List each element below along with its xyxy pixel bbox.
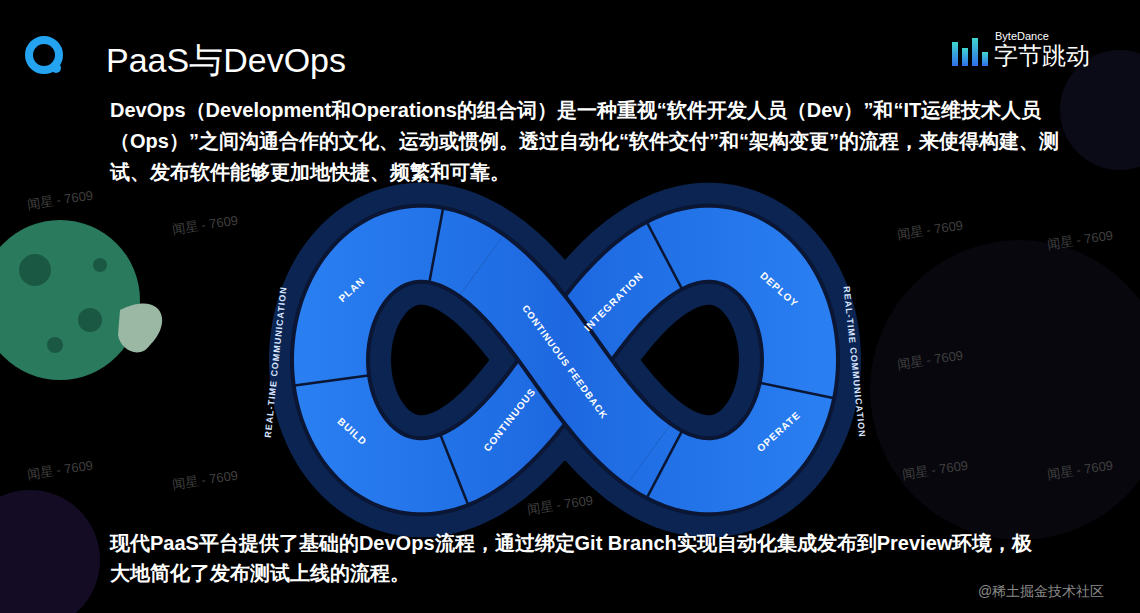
watermark: 闻星 - 7609	[26, 458, 94, 483]
source-watermark: @稀土掘金技术社区	[978, 583, 1104, 600]
feedback-edge	[482, 265, 649, 454]
segment-divider	[647, 223, 681, 288]
segment-divider	[441, 435, 468, 504]
watermark: 闻星 - 7609	[1046, 228, 1114, 253]
app-logo	[29, 40, 61, 73]
slide-title: PaaS与DevOps	[106, 38, 346, 84]
watermark: 闻星 - 7609	[526, 493, 594, 518]
loop-edge	[330, 244, 800, 477]
dark-planet	[0, 50, 1140, 613]
loop-band	[330, 244, 800, 477]
watermark: 闻星 - 7609	[171, 468, 239, 493]
watermark: 闻星 - 7609	[171, 213, 239, 238]
segment-divider	[761, 383, 833, 398]
brand-name: ByteDance	[995, 30, 1049, 43]
watermark: 闻星 - 7609	[26, 188, 94, 213]
segment-divider	[647, 432, 681, 497]
segment-divider	[295, 376, 368, 386]
loop-halo	[330, 244, 800, 477]
feedback-band	[482, 265, 649, 454]
segment-divider	[430, 209, 443, 282]
summary-text: 现代PaaS平台提供了基础的DevOps流程，通过绑定Git Branch实现自…	[110, 528, 1040, 588]
green-planet	[0, 220, 162, 380]
brand-name: 字节跳动	[994, 42, 1090, 71]
watermark: 闻星 - 7609	[896, 218, 964, 243]
bytedance-logo	[952, 38, 988, 66]
devops-loop	[295, 209, 833, 504]
definition-text: DevOps（Development和Operations的组合词）是一种重视“…	[110, 95, 1060, 188]
